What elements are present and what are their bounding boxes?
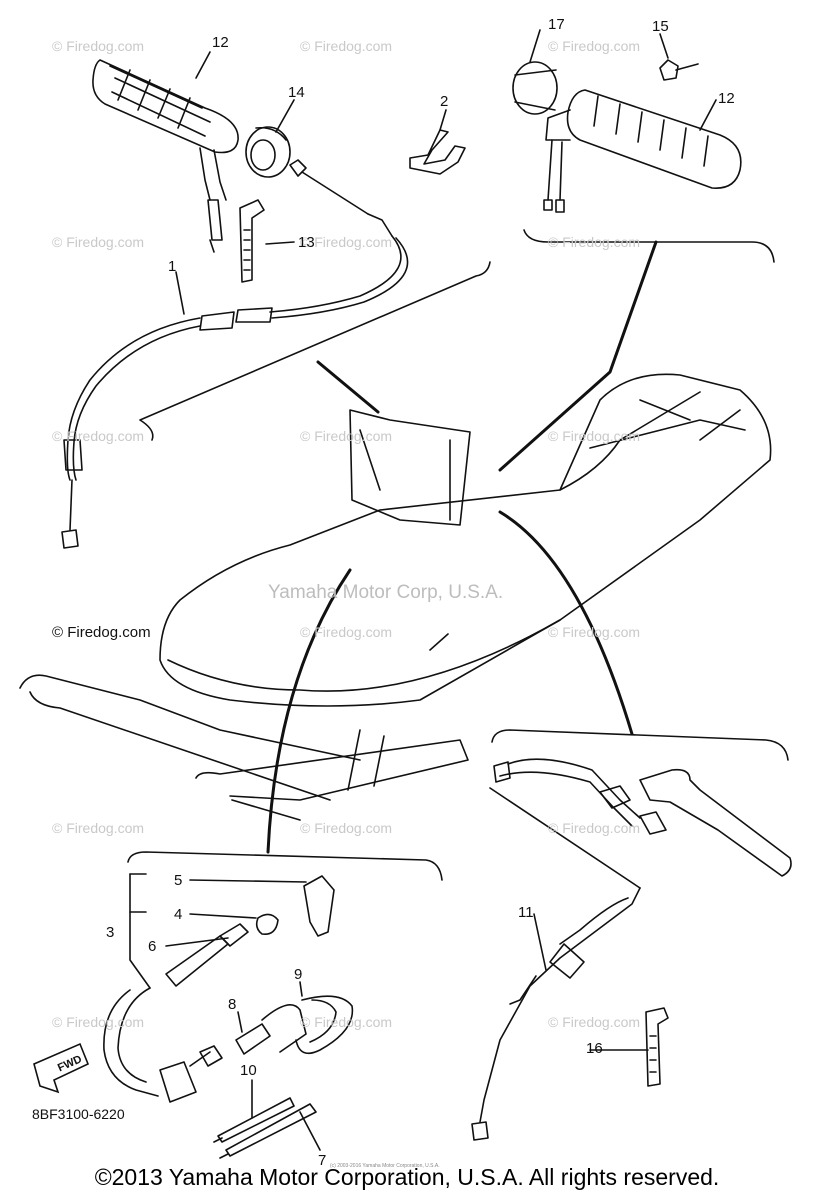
watermark: © Firedog.com xyxy=(52,234,145,250)
watermark: © Firedog.com xyxy=(548,234,641,250)
watermark: © Firedog.com xyxy=(52,428,145,444)
watermark: © Firedog.com xyxy=(52,38,145,54)
callout-number: 15 xyxy=(652,18,669,35)
left-grip-illustration xyxy=(92,59,239,253)
callout-number: 1 xyxy=(168,258,177,275)
watermark: © Firedog.com xyxy=(300,428,393,444)
snowmobile-illustration xyxy=(19,373,772,821)
callout-number: 2 xyxy=(440,93,449,110)
right-grip-illustration xyxy=(512,59,742,213)
callout-number: 5 xyxy=(174,872,183,889)
watermark: © Firedog.com xyxy=(52,820,145,836)
watermark: © Firedog.com xyxy=(548,820,641,836)
watermark: © Firedog.com xyxy=(548,38,641,54)
watermark: © Firedog.com xyxy=(300,234,393,250)
tiny-copyright: (c) 2003-2016 Yamaha Motor Corporation, … xyxy=(330,1163,440,1169)
bracket-upper-right xyxy=(523,229,775,263)
watermark: © Firedog.com xyxy=(300,1014,393,1030)
callout-number: 17 xyxy=(548,16,565,33)
fwd-arrow-icon: FWD xyxy=(33,1042,90,1094)
callout-number: 6 xyxy=(148,938,157,955)
callout-number: 8 xyxy=(228,996,237,1013)
watermark: © Firedog.com xyxy=(548,428,641,444)
cable-tie-16-illustration xyxy=(645,1007,669,1087)
diagram-code: 8BF3100-6220 xyxy=(32,1106,125,1122)
bracket-lower-right xyxy=(491,729,789,761)
callout-number: 14 xyxy=(288,84,305,101)
bracket-lower-left xyxy=(127,851,443,881)
watermark: © Firedog.com xyxy=(52,1014,145,1030)
callout-number: 11 xyxy=(518,904,534,921)
callout-number: 3 xyxy=(106,924,115,941)
watermark: © Firedog.com xyxy=(548,1014,641,1030)
brake-lever-illustration xyxy=(493,758,792,877)
brake-cable-illustration xyxy=(471,787,641,1141)
callout-number: 9 xyxy=(294,966,303,983)
watermark: © Firedog.com xyxy=(300,820,393,836)
cable-tie-illustration xyxy=(239,199,265,283)
copyright-notice: ©2013 Yamaha Motor Corporation, U.S.A. A… xyxy=(94,1164,720,1190)
clip-illustration xyxy=(409,129,466,175)
callout-number: 7 xyxy=(318,1152,327,1169)
watermark: © Firedog.com xyxy=(548,624,641,640)
watermark: © Firedog.com xyxy=(300,624,393,640)
callout-number: 10 xyxy=(240,1062,257,1079)
watermark: © Firedog.com xyxy=(300,38,393,54)
callout-number: 12 xyxy=(718,90,735,107)
brand-watermark: Yamaha Motor Corp, U.S.A. xyxy=(268,582,504,603)
throttle-cable-illustration xyxy=(61,159,409,549)
bracket-upper-left xyxy=(139,261,491,441)
switch-assembly-illustration xyxy=(103,875,354,1159)
callout-number: 16 xyxy=(586,1040,603,1057)
callout-number: 4 xyxy=(174,906,183,923)
collar-illustration xyxy=(245,126,291,178)
callout-number: 12 xyxy=(212,34,229,51)
firedog-label: © Firedog.com xyxy=(52,624,151,641)
callout-number: 13 xyxy=(298,234,315,251)
